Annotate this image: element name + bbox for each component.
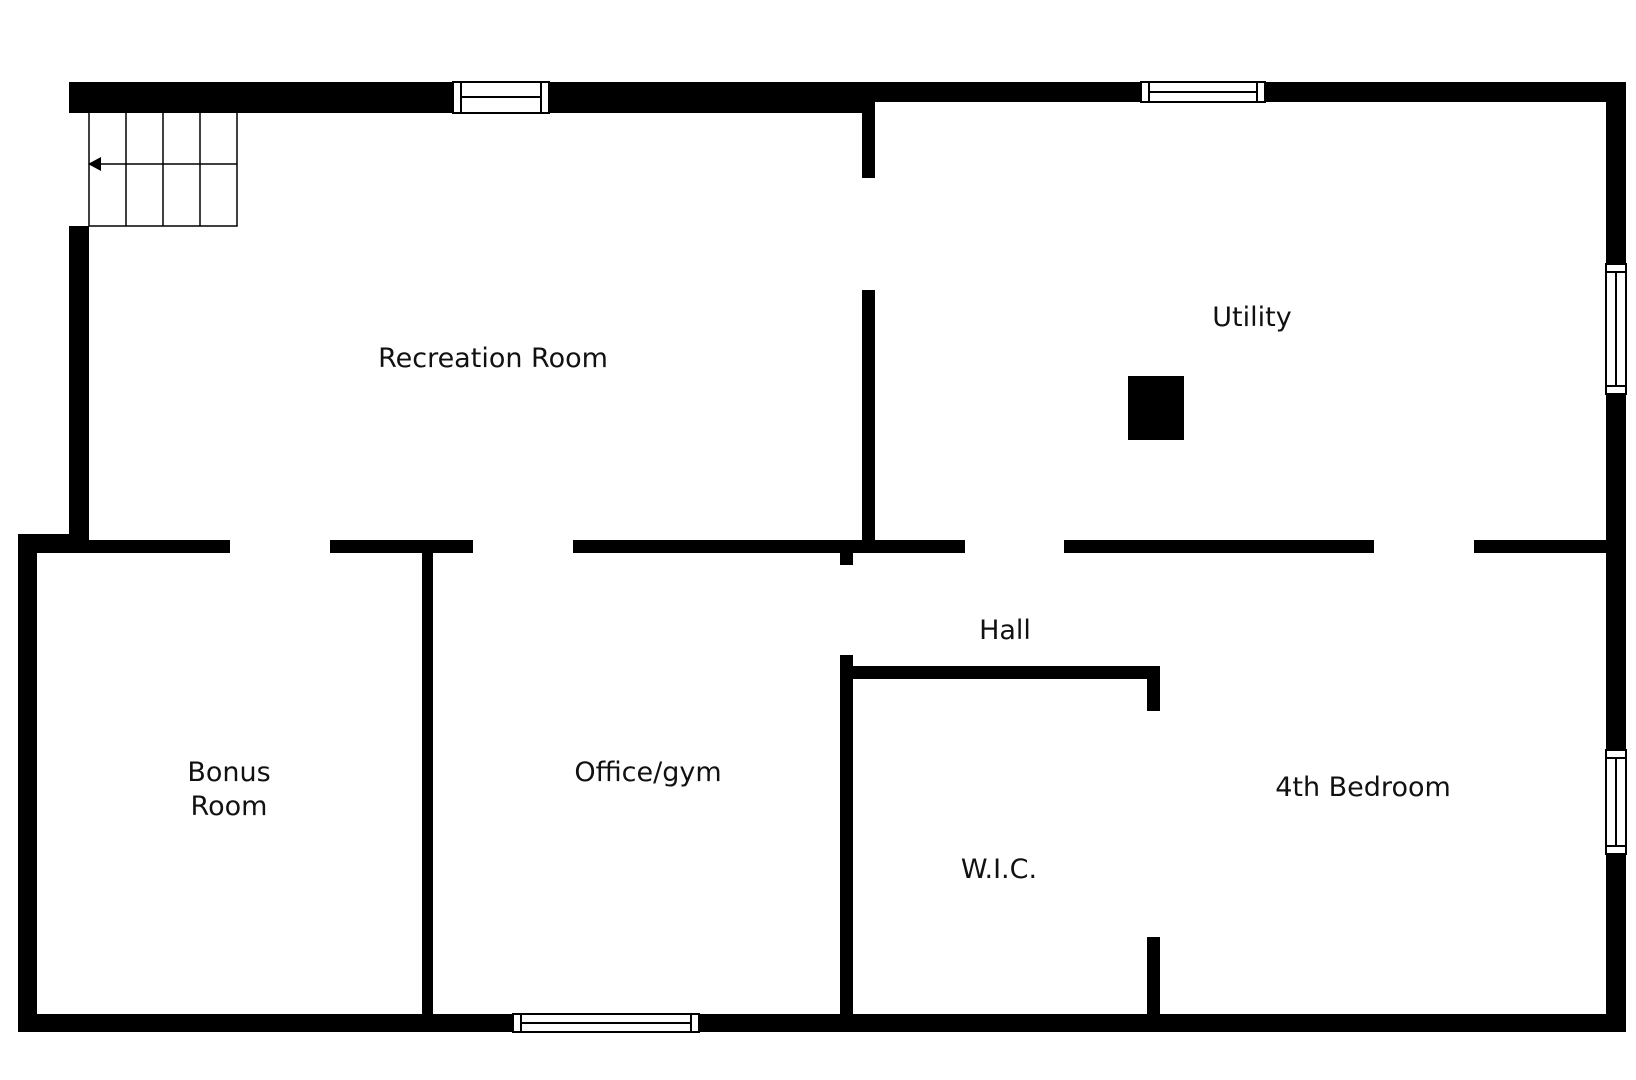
window-right-utility xyxy=(1605,263,1627,395)
wall-mid-3 xyxy=(573,540,965,553)
window-top-utility xyxy=(1140,81,1266,103)
wall-mid-5 xyxy=(1474,540,1614,553)
wall-left-lower xyxy=(18,534,37,1032)
room-label-hall: Hall xyxy=(905,614,1105,648)
room-label-bonus: Bonus Room xyxy=(129,756,329,824)
support-column-icon xyxy=(1128,376,1184,440)
window-bottom-office xyxy=(512,1013,700,1033)
room-label-recreation: Recreation Room xyxy=(293,342,693,376)
wall-mid-2 xyxy=(330,540,473,553)
room-label-recreation-text: Recreation Room xyxy=(378,343,608,374)
wall-rec-utility-lower xyxy=(862,290,875,542)
wall-wic-top xyxy=(840,666,1160,679)
wall-mid-4 xyxy=(1064,540,1374,553)
interior-walls xyxy=(37,100,1614,1020)
window-top-recreation xyxy=(452,81,550,114)
wall-bonus-office xyxy=(422,540,433,1020)
wall-rec-utility-upper xyxy=(862,100,875,178)
room-label-utility-text: Utility xyxy=(1212,302,1292,333)
wall-right xyxy=(1606,82,1626,1032)
room-label-utility: Utility xyxy=(1052,301,1452,335)
room-label-bedroom: 4th Bedroom xyxy=(1213,771,1513,805)
room-label-office: Office/gym xyxy=(548,756,748,790)
room-label-bonus-line1: Bonus xyxy=(187,757,271,788)
windows xyxy=(452,81,1627,1033)
wall-left-upper-2 xyxy=(69,226,89,546)
outer-walls xyxy=(18,82,1626,1032)
room-label-bedroom-text: 4th Bedroom xyxy=(1275,772,1451,803)
wall-office-wic xyxy=(840,655,853,1020)
stair-direction-arrow-icon xyxy=(88,157,101,171)
room-label-wic: W.I.C. xyxy=(899,853,1099,887)
room-label-hall-text: Hall xyxy=(979,615,1031,646)
room-label-bonus-line2: Room xyxy=(190,791,268,822)
wall-office-hall-top xyxy=(840,540,853,565)
window-right-bedroom xyxy=(1605,749,1627,855)
stairs-icon xyxy=(88,101,238,227)
wall-mid-1 xyxy=(37,540,230,553)
wall-left-upper xyxy=(69,82,89,106)
wall-wic-right-lower xyxy=(1147,937,1160,1020)
room-label-wic-text: W.I.C. xyxy=(960,854,1038,885)
room-label-office-text: Office/gym xyxy=(574,757,722,788)
wall-wic-right-upper xyxy=(1147,666,1160,711)
wall-bottom xyxy=(18,1014,1626,1032)
